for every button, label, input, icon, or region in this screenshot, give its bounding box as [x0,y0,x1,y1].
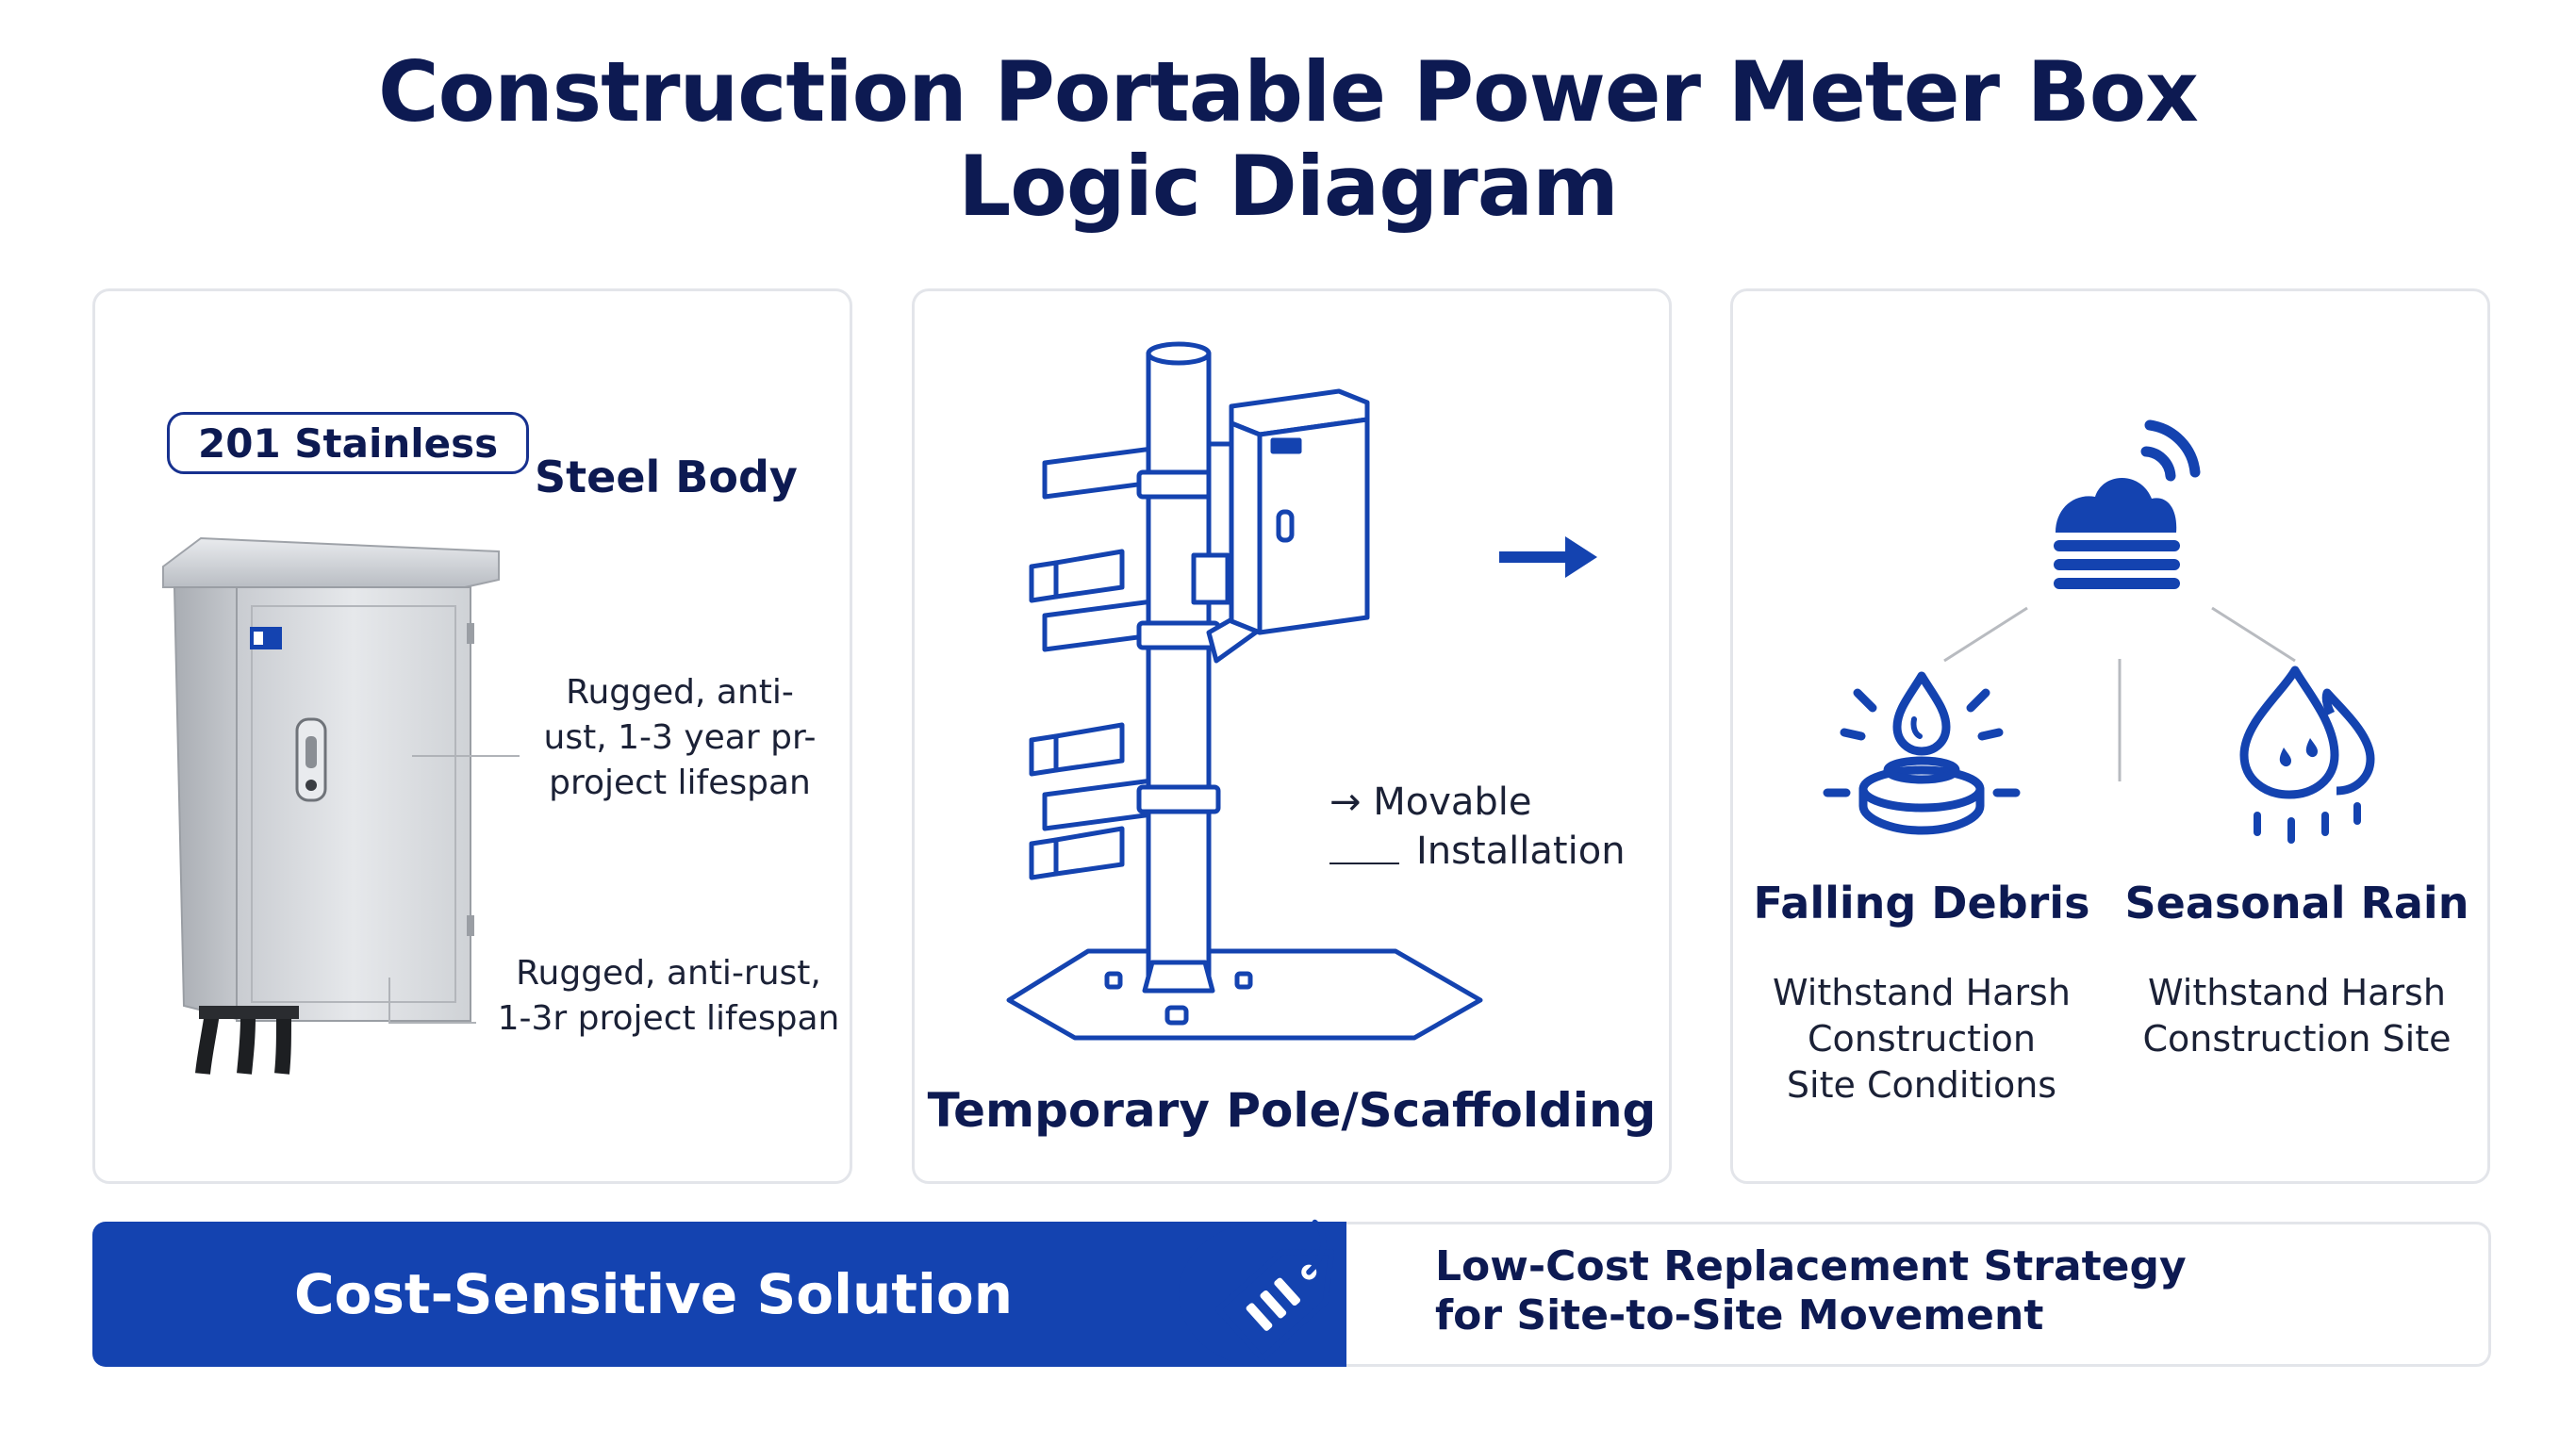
pole-mount-icon [1006,341,1483,1041]
callout-bottom-line-2: 1-3r project lifespan [497,999,840,1038]
weather-broadcast-icon [2054,419,2201,589]
callout-top-line-1: Rugged, anti- [566,673,794,712]
cost-description-line-1: Low-Cost Replacement Strategy [1435,1242,2187,1290]
installation-panel: → Movable Installation Temporary Pole/Sc… [912,288,1672,1184]
falling-debris-desc-line-2: Construction [1808,1018,2036,1060]
price-tag-icon [1214,1219,1335,1362]
cost-description: Low-Cost Replacement Strategy for Site-t… [1435,1242,2187,1340]
callout-top-line-2: ust, 1-3 year pr- [543,718,817,757]
material-badge: 201 Stainless [167,412,530,474]
movable-installation-note: → Movable Installation [1329,778,1626,876]
falling-debris-title: Falling Debris [1753,878,2090,928]
callout-leader-top [412,755,520,757]
body-material-panel: 201 Stainless Steel Body [92,288,852,1184]
falling-debris-icon [1823,671,2021,835]
page-title-line-2: Logic Diagram [958,138,1619,235]
callout-bottom-line-1: Rugged, anti-rust, [516,954,821,993]
seasonal-rain-desc-line-1: Withstand Harsh [2148,972,2446,1013]
material-label: Steel Body [535,452,798,502]
protection-panel: Falling Debris Withstand Harsh Construct… [1730,288,2490,1184]
callout-leader-bottom [388,978,476,1024]
seasonal-rain-title: Seasonal Rain [2124,878,2469,928]
page-title-line-1: Construction Portable Power Meter Box [378,43,2199,140]
meter-box-icon [162,536,500,1075]
arrow-right-icon [1499,536,1597,578]
seasonal-rain-desc-line-2: Construction Site [2142,1018,2452,1060]
seasonal-rain-icon [2239,665,2375,844]
falling-debris-desc-line-1: Withstand Harsh [1773,972,2071,1013]
cost-description-line-2: for Site-to-Site Movement [1435,1291,2044,1339]
installation-caption: Temporary Pole/Scaffolding [927,1083,1657,1138]
callout-top: Rugged, anti- ust, 1-3 year pr- project … [510,670,850,806]
movable-installation-line-1: → Movable [1329,781,1532,824]
cost-bar-curve [1122,1222,1263,1367]
falling-debris-desc: Withstand Harsh Construction Site Condit… [1742,970,2101,1109]
connector-lines [1943,606,2296,781]
callout-bottom: Rugged, anti-rust, 1-3r project lifespan [489,951,848,1042]
installation-leader [1329,863,1399,864]
seasonal-rain-desc: Withstand Harsh Construction Site [2118,970,2476,1062]
cost-sensitive-label: Cost-Sensitive Solution [293,1262,1013,1326]
callout-top-line-3: project lifespan [549,764,811,802]
page-title: Construction Portable Power Meter Box Lo… [0,45,2576,234]
falling-debris-desc-line-3: Site Conditions [1786,1064,2057,1106]
movable-installation-line-2: Installation [1416,830,1626,873]
